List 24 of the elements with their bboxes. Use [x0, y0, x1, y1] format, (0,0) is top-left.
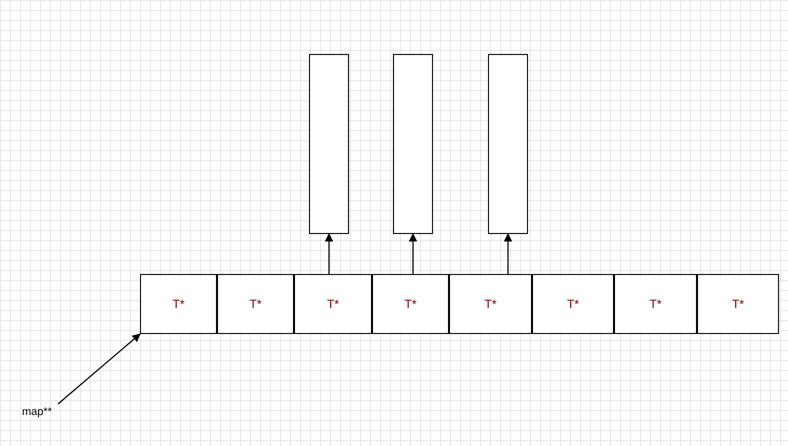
array-cell — [697, 274, 779, 334]
cell-label: T* — [404, 297, 416, 311]
array-cell — [294, 274, 372, 334]
array-cell — [532, 274, 614, 334]
cell-label: T* — [172, 297, 184, 311]
cell-label: T* — [327, 297, 339, 311]
cell-label: T* — [650, 297, 662, 311]
arrow — [408, 233, 418, 274]
memory-block — [309, 54, 349, 234]
cell-label: T* — [732, 297, 744, 311]
arrow — [504, 233, 512, 274]
arrow — [58, 333, 141, 404]
arrow — [324, 233, 334, 274]
array-cell — [140, 274, 217, 334]
memory-block — [393, 54, 433, 234]
array-cell — [372, 274, 449, 334]
cell-label: T* — [484, 297, 496, 311]
array-cell — [217, 274, 294, 334]
variable-label: map** — [22, 406, 52, 418]
cell-label: T* — [250, 297, 262, 311]
memory-block — [488, 54, 528, 234]
cell-label: T* — [567, 297, 579, 311]
array-cell — [449, 274, 532, 334]
array-cell — [614, 274, 697, 334]
